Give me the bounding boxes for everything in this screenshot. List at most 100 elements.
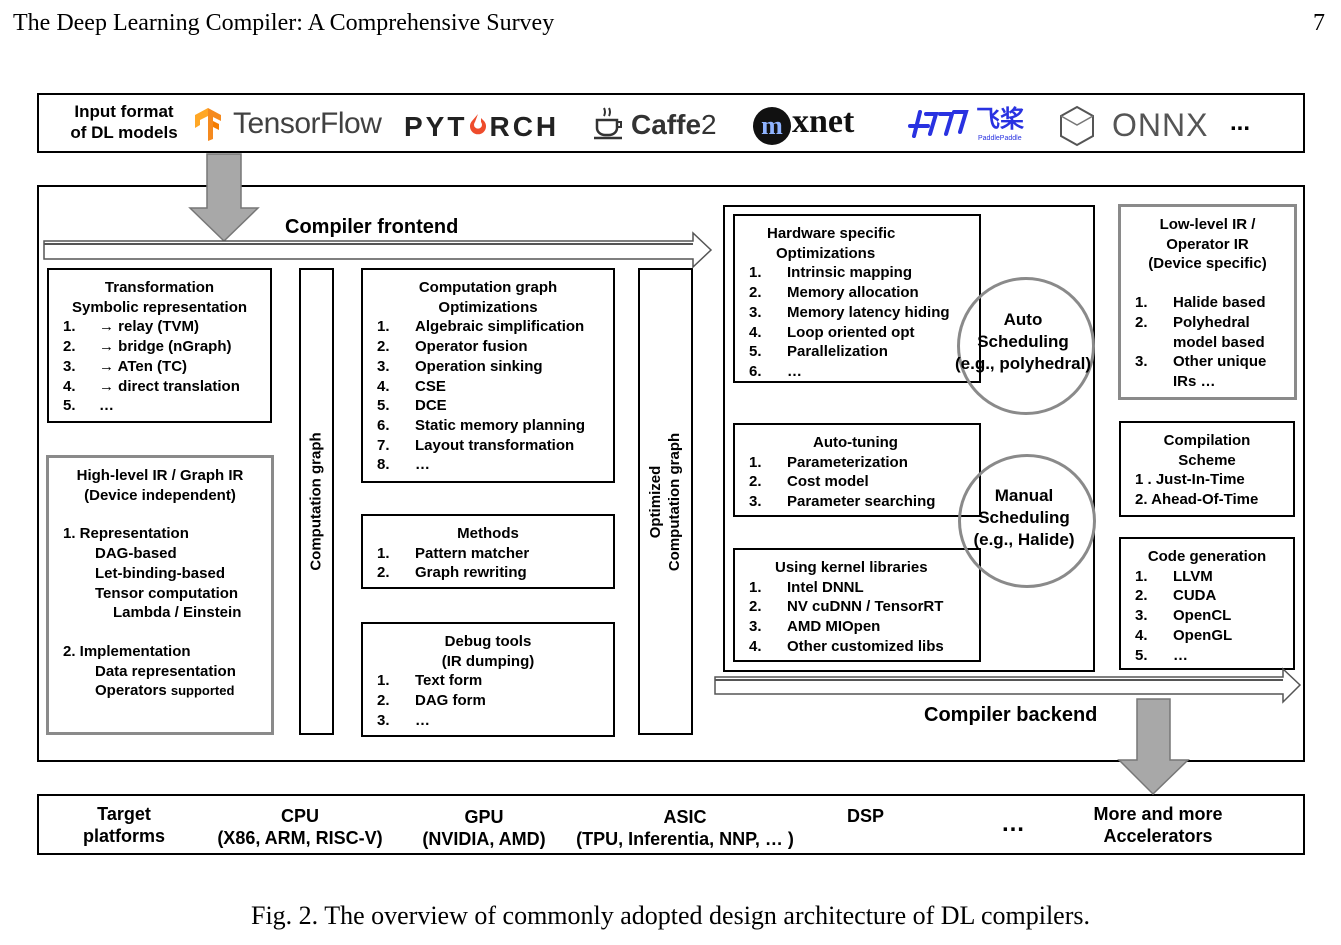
list-item: 5.… <box>63 397 114 415</box>
kernel-libraries-box: Using kernel libraries 1.Intel DNNL 2.NV… <box>733 548 981 662</box>
figure-caption: Fig. 2. The overview of commonly adopted… <box>251 901 1090 930</box>
backend-label: Compiler backend <box>924 704 1098 726</box>
list-item: 1.Parameterization <box>749 453 908 471</box>
transformation-list: 1.→ relay (TVM) 2.→ bridge (nGraph) 3.→ … <box>63 317 270 416</box>
list-item: 3.Operation sinking <box>377 357 543 375</box>
low-level-ir-title: Low-level IR / <box>1159 216 1256 233</box>
list-item: 2. Ahead-Of-Time <box>1135 491 1259 509</box>
list-item: 3.OpenCL <box>1135 607 1232 625</box>
kernel-libraries-title: Using kernel libraries <box>775 559 928 576</box>
onnx-logo: ONNX <box>1112 107 1209 143</box>
list-item: 8.… <box>377 456 430 474</box>
target-platforms-box <box>37 794 1305 855</box>
list-item: 2.Cost model <box>749 473 869 491</box>
list-item: Let-binding-based <box>95 564 225 582</box>
list-item: 3.Memory latency hiding <box>749 303 950 321</box>
representation-heading: 1. Representation <box>63 525 189 543</box>
list-item: Operators supported <box>95 682 235 700</box>
mxnet-m-icon: m <box>753 107 791 145</box>
list-item: 4.Other customized libs <box>749 637 944 655</box>
auto-tuning-box: Auto-tuning 1.Parameterization 2.Cost mo… <box>733 423 981 517</box>
debug-tools-box: Debug tools (IR dumping) 1.Text form 2.D… <box>361 622 615 737</box>
optimized-graph-column <box>638 268 693 735</box>
debug-tools-title: Debug tools <box>444 633 532 650</box>
auto-tuning-title: Auto-tuning <box>813 434 898 451</box>
target-asic: ASIC (TPU, Inferentia, NNP, … ) <box>576 807 794 849</box>
input-format-label: Input format of DL models <box>70 102 178 142</box>
target-dsp: DSP <box>847 806 885 826</box>
target-gpu: GPU (NVIDIA, AMD) <box>422 807 546 849</box>
list-item: IRs … <box>1173 372 1216 390</box>
cg-optimizations-box: Computation graph Optimizations 1.Algebr… <box>361 268 615 483</box>
paddlepaddle-logo-icon <box>908 110 969 138</box>
hw-optimizations-subtitle: Optimizations <box>776 244 876 262</box>
manual-scheduling-text: Manual Scheduling (e.g., Halide) <box>973 486 1075 549</box>
list-item: 4.OpenGL <box>1135 626 1233 644</box>
computation-graph-column <box>299 268 334 735</box>
list-item: 3.AMD MIOpen <box>749 618 881 636</box>
list-item: 2.CUDA <box>1135 587 1217 605</box>
paddlepaddle-en: PaddlePaddle <box>978 135 1022 142</box>
list-item: model based <box>1173 333 1265 351</box>
transformation-box: Transformation Symbolic representation 1… <box>47 268 272 423</box>
list-item: 2.Graph rewriting <box>377 564 527 582</box>
list-item: 4.CSE <box>377 377 446 395</box>
high-level-ir-box: High-level IR / Graph IR (Device indepen… <box>46 455 274 735</box>
svg-text:m: m <box>761 111 783 140</box>
list-item: 1.→ relay (TVM) <box>63 318 200 336</box>
list-item: 1.Text form <box>377 672 483 690</box>
tensorflow-logo-icon <box>195 108 221 141</box>
list-item: Lambda / Einstein <box>113 604 242 622</box>
low-level-ir-subtitle: (Device specific) <box>1148 255 1267 273</box>
cg-optimizations-title: Computation graph <box>418 279 558 296</box>
list-item: Tensor computation <box>95 584 239 602</box>
methods-title: Methods <box>457 525 519 542</box>
low-level-ir-box: Low-level IR / Operator IR (Device speci… <box>1118 204 1297 400</box>
caffe2-logo: Caffe2 <box>631 109 717 140</box>
auto-scheduling-circle <box>957 277 1095 415</box>
compilation-scheme-title: Compilation <box>1163 432 1251 449</box>
implementation-heading: 2. Implementation <box>63 642 191 660</box>
list-item: Data representation <box>95 662 236 680</box>
manual-scheduling-circle <box>958 454 1096 588</box>
transformation-title: Transformation <box>104 279 215 296</box>
target-more-accelerators: More and more Accelerators <box>1093 804 1223 846</box>
list-item: 1.LLVM <box>1135 567 1213 585</box>
list-item: DAG-based <box>95 545 177 563</box>
target-more-dots: … <box>1001 810 1025 837</box>
list-item: 5.DCE <box>377 397 447 415</box>
onnx-logo-icon <box>1060 105 1094 147</box>
auto-scheduling-text: Auto Scheduling (e.g., polyhedral) <box>954 310 1092 373</box>
list-item: 5.Parallelization <box>749 343 888 361</box>
list-item: 4.Loop oriented opt <box>749 323 915 341</box>
list-item: 3.→ ATen (TC) <box>63 357 188 375</box>
list-item: 7.Layout transformation <box>377 436 575 454</box>
target-cpu: CPU (X86, ARM, RISC-V) <box>217 806 383 848</box>
code-generation-box: Code generation 1.LLVM 2.CUDA 3.OpenCL 4… <box>1119 537 1295 670</box>
list-item: 3.… <box>377 711 430 729</box>
more-frameworks: ... <box>1230 109 1251 136</box>
list-item: 1.Pattern matcher <box>377 544 530 562</box>
list-item: 6.… <box>749 362 802 380</box>
list-item: 1.Intrinsic mapping <box>749 264 913 282</box>
low-level-ir-title-2: Operator IR <box>1166 235 1249 253</box>
code-generation-title: Code generation <box>1147 548 1267 565</box>
list-item: 5.… <box>1135 646 1188 664</box>
list-item: 2.NV cuDNN / TensorRT <box>749 598 944 616</box>
list-item: 1 . Just-In-Time <box>1135 471 1245 489</box>
list-item: 2.Operator fusion <box>377 338 528 356</box>
list-item: 1.Halide based <box>1135 294 1266 312</box>
list-item: 2.→ bridge (nGraph) <box>63 338 232 356</box>
methods-box: Methods 1.Pattern matcher 2.Graph rewrit… <box>361 514 615 589</box>
hw-optimizations-box: Hardware specific Optimizations 1.Intrin… <box>733 214 981 383</box>
target-platforms-label: Target platforms <box>82 804 165 846</box>
list-item: 3.Other unique <box>1135 353 1267 371</box>
list-item: 6.Static memory planning <box>377 416 586 434</box>
list-item: 2.DAG form <box>377 692 486 710</box>
page-number: 7 <box>1313 10 1325 36</box>
debug-tools-subtitle: (IR dumping) <box>441 652 535 670</box>
running-title: The Deep Learning Compiler: A Comprehens… <box>13 10 555 36</box>
list-item: 1.Intel DNNL <box>749 578 864 596</box>
list-item: 2.Polyhedral <box>1135 313 1250 331</box>
